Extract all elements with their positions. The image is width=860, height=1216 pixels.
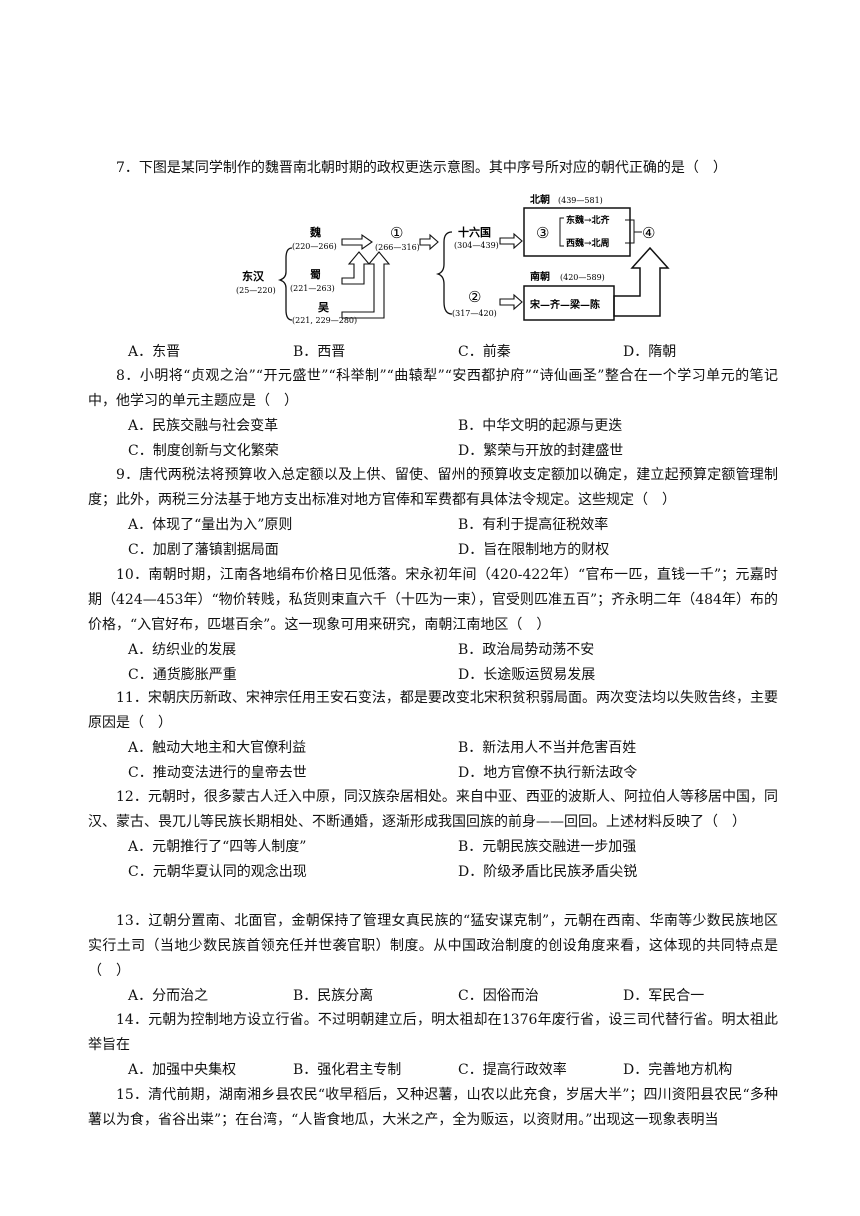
question-stem: 10．南朝时期，江南各地绢布价格日见低落。宋永初年间（420-422年）“官布一…	[88, 567, 778, 633]
arrow-2-to-south	[499, 293, 523, 311]
xiwei-beizhou: 西魏→北周	[566, 237, 610, 249]
option-b[interactable]: B．民族分离	[293, 988, 374, 1004]
beichao-box	[523, 207, 631, 257]
option-d[interactable]: D．长途贩运贸易发展	[458, 667, 596, 683]
option-d[interactable]: D．旨在限制地方的财权	[458, 542, 610, 558]
option-c[interactable]: C．推动变法进行的皇帝去世	[128, 765, 307, 781]
option-b[interactable]: B．中华文明的起源与更迭	[458, 418, 623, 434]
wei-label: 魏	[309, 225, 321, 239]
option-d[interactable]: D．军民合一	[623, 988, 705, 1004]
question-stem: 8．小明将“贞观之治”“开元盛世”“科举制”“曲辕犁”“安西都护府”“诗仙画圣”…	[88, 368, 778, 409]
option-d[interactable]: D．隋朝	[623, 344, 677, 360]
question-stem: 14．元朝为控制地方设立行省。不过明朝建立后，明太祖却在1376年废行省，设三司…	[88, 1012, 778, 1053]
option-a[interactable]: A．纺织业的发展	[128, 642, 237, 658]
question-13: 13．辽朝分置南、北面官，金朝保持了管理女真民族的“猛安谋克制”，元朝在西南、华…	[88, 909, 778, 1009]
option-a[interactable]: A．东晋	[128, 344, 181, 360]
donghan-label: 东汉	[242, 269, 265, 283]
north-inner-brace	[559, 217, 564, 247]
beichao-label: 北朝	[530, 193, 550, 206]
brace-left	[277, 247, 293, 321]
option-b[interactable]: B．有利于提高征税效率	[458, 517, 609, 533]
shiliuguo-years: (304—439)	[454, 241, 499, 250]
option-b[interactable]: B．元朝民族交融进一步加强	[458, 839, 637, 855]
question-15: 15．清代前期，湖南湘乡县农民“收早稻后，又种迟薯，山农以此充食，岁居大半”；四…	[88, 1083, 778, 1133]
arrow-wu-to-1	[341, 251, 391, 319]
marker-1-years: (266—316)	[375, 243, 420, 252]
option-b[interactable]: B．西晋	[293, 344, 346, 360]
question-stem: 9．唐代两税法将预算收入总定额以及上供、留使、留州的预算收支定额加以确定，建立起…	[88, 467, 778, 508]
marker-4: ④	[642, 224, 655, 242]
question-8: 8．小明将“贞观之治”“开元盛世”“科举制”“曲辕犁”“安西都护府”“诗仙画圣”…	[88, 364, 778, 464]
option-c[interactable]: C．通货膨胀严重	[128, 667, 237, 683]
option-d[interactable]: D．完善地方机构	[623, 1062, 733, 1078]
brace-right	[435, 231, 453, 315]
wei-years: (220—266)	[292, 242, 337, 251]
donghan-years: (25—220)	[236, 286, 276, 295]
question-7-options: A．东晋 B．西晋 C．前秦 D．隋朝	[88, 340, 778, 365]
option-c[interactable]: C．提高行政效率	[458, 1062, 567, 1078]
question-stem: 11．宋朝庆历新政、宋神宗任用王安石变法，都是要改变北宋积贫积弱局面。两次变法均…	[88, 690, 778, 731]
beichao-years: (439—581)	[558, 196, 603, 205]
question-12: 12．元朝时，很多蒙古人迁入中原，同汉族杂居相处。来自中亚、西亚的波斯人、阿拉伯…	[88, 785, 778, 885]
option-d[interactable]: D．阶级矛盾比民族矛盾尖锐	[458, 864, 638, 880]
marker-3: ③	[536, 224, 549, 242]
shiliuguo-label: 十六国	[458, 225, 491, 239]
option-a[interactable]: A．加强中央集权	[128, 1062, 237, 1078]
option-a[interactable]: A．元朝推行了“四等人制度”	[128, 839, 307, 855]
dongwei-beiqi: 东魏→北齐	[566, 214, 611, 226]
marker-2-years: (317—420)	[452, 309, 497, 318]
nanchao-label: 南朝	[530, 270, 550, 283]
shu-label: 蜀	[310, 268, 321, 281]
option-c[interactable]: C．前秦	[458, 344, 511, 360]
marker-1: ①	[390, 224, 403, 242]
option-c[interactable]: C．制度创新与文化繁荣	[128, 443, 279, 459]
option-a[interactable]: A．触动大地主和大官僚利益	[128, 740, 307, 756]
shu-years: (221—263)	[290, 284, 335, 293]
option-c[interactable]: C．因俗而治	[458, 988, 539, 1004]
question-11: 11．宋朝庆历新政、宋神宗任用王安石变法，都是要改变北宋积贫积弱局面。两次变法均…	[88, 686, 778, 786]
question-stem: 7．下图是某同学制作的魏晋南北朝时期的政权更迭示意图。其中序号所对应的朝代正确的…	[116, 160, 727, 176]
question-10: 10．南朝时期，江南各地绢布价格日见低落。宋永初年间（420-422年）“官布一…	[88, 563, 778, 688]
nanchao-sequence: 宋—齐—梁—陈	[529, 298, 600, 311]
question-stem: 15．清代前期，湖南湘乡县农民“收早稻后，又种迟薯，山农以此充食，岁居大半”；四…	[88, 1087, 778, 1128]
option-c[interactable]: C．加剧了藩镇割据局面	[128, 542, 279, 558]
option-c[interactable]: C．元朝华夏认同的观念出现	[128, 864, 307, 880]
north-merge-line	[625, 219, 642, 244]
question-7: 7．下图是某同学制作的魏晋南北朝时期的政权更迭示意图。其中序号所对应的朝代正确的…	[88, 156, 778, 181]
wu-years: (221, 229—280)	[292, 316, 357, 325]
option-b[interactable]: B．政治局势动荡不安	[458, 642, 595, 658]
question-9: 9．唐代两税法将预算收入总定额以及上供、留使、留州的预算收支定额加以确定，建立起…	[88, 463, 778, 563]
option-b[interactable]: B．强化君主专制	[293, 1062, 402, 1078]
arrow-1-right	[419, 233, 439, 251]
arrow-16-to-north	[499, 232, 523, 250]
arrow-wei-to-1	[341, 233, 373, 251]
question-stem: 13．辽朝分置南、北面官，金朝保持了管理女真民族的“猛安谋克制”，元朝在西南、华…	[88, 913, 778, 979]
option-a[interactable]: A．分而治之	[128, 988, 209, 1004]
question-stem: 12．元朝时，很多蒙古人迁入中原，同汉族杂居相处。来自中亚、西亚的波斯人、阿拉伯…	[88, 789, 778, 830]
option-b[interactable]: B．新法用人不当并危害百姓	[458, 740, 637, 756]
nanchao-years: (420—589)	[560, 273, 605, 282]
marker-2: ②	[468, 288, 481, 306]
option-d[interactable]: D．地方官僚不执行新法政令	[458, 765, 638, 781]
question-14: 14．元朝为控制地方设立行省。不过明朝建立后，明太祖却在1376年废行省，设三司…	[88, 1008, 778, 1083]
wu-label: 吴	[318, 301, 330, 314]
arrow-south-to-4	[613, 246, 670, 317]
option-a[interactable]: A．民族交融与社会变革	[128, 418, 279, 434]
arrow-shu-to-1	[341, 251, 371, 285]
option-d[interactable]: D．繁荣与开放的封建盛世	[458, 443, 624, 459]
option-a[interactable]: A．体现了“量出为入”原则	[128, 517, 293, 533]
regime-change-diagram: 东汉 (25—220) 魏 (220—266) 蜀 (221—263) 吴 (2…	[236, 193, 670, 325]
